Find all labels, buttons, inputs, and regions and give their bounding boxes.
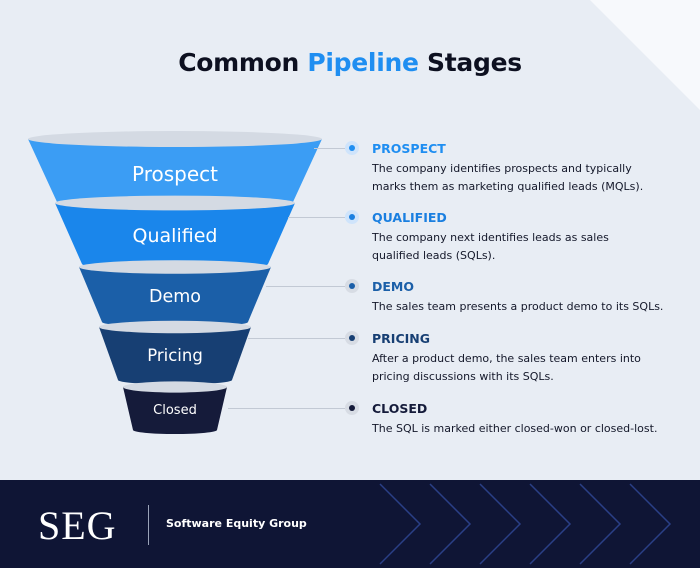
stage-text-line: The company next identifies leads as sal…	[372, 231, 609, 244]
stage-text-demo: The sales team presents a product demo t…	[372, 298, 682, 316]
stage-description-qualified: QUALIFIED The company next identifies lea…	[372, 210, 682, 264]
funnel-segment-closed	[123, 387, 227, 434]
funnel-rim-pricing	[99, 320, 251, 334]
seg-logo: SEG	[38, 503, 117, 548]
corner-shape	[590, 0, 700, 110]
stage-text-line: The sales team presents a product demo t…	[372, 300, 664, 313]
stage-text-line: After a product demo, the sales team ent…	[372, 352, 641, 365]
chevron-4	[529, 483, 572, 565]
stage-heading-qualified: QUALIFIED	[372, 210, 447, 225]
stage-dot-core-pricing	[349, 335, 355, 341]
stage-description-pricing: PRICING After a product demo, the sales t…	[372, 331, 682, 385]
connector-line-prospect	[313, 148, 345, 149]
chevron-1	[379, 483, 422, 565]
stage-dot-closed	[345, 401, 359, 415]
stage-text-line: The company identifies prospects and typ…	[372, 162, 632, 175]
funnel-rim-qualified	[55, 195, 295, 211]
funnel-rim-demo	[79, 260, 271, 274]
stage-dot-demo	[345, 279, 359, 293]
stage-description-demo: DEMO The sales team presents a product de…	[372, 279, 682, 316]
connector-line-qualified	[287, 217, 345, 218]
funnel-segment-demo	[79, 267, 271, 327]
connector-line-demo	[265, 286, 345, 287]
stage-text-line: qualified leads (SQLs).	[372, 248, 496, 262]
footer-bar: SEG Software Equity Group	[0, 480, 700, 568]
funnel-label-closed: Closed	[153, 403, 197, 419]
stage-text-pricing: After a product demo, the sales team ent…	[372, 350, 682, 385]
title-part2: Stages	[418, 48, 522, 77]
stage-heading-closed: CLOSED	[372, 401, 428, 416]
funnel-segment-prospect	[28, 139, 322, 208]
title-accent: Pipeline	[307, 48, 419, 77]
stage-text-prospect: The company identifies prospects and typ…	[372, 160, 682, 195]
stage-dot-core-prospect	[349, 145, 355, 151]
stage-description-prospect: PROSPECT The company identifies prospects…	[372, 141, 682, 195]
stage-text-line: marks them as marketing qualified leads …	[372, 179, 644, 193]
company-name: Software Equity Group	[166, 517, 307, 530]
stage-heading-pricing: PRICING	[372, 331, 430, 346]
funnel-label-prospect: Prospect	[132, 162, 218, 187]
stage-dot-prospect	[345, 141, 359, 155]
chevron-pattern	[379, 483, 672, 565]
funnel-diagram	[28, 131, 322, 434]
chevron-2	[429, 483, 472, 565]
logo-divider	[148, 505, 149, 545]
stage-dot-core-qualified	[349, 214, 355, 220]
funnel-segment-qualified	[55, 203, 295, 270]
connector-line-closed	[228, 408, 345, 409]
stage-dot-core-demo	[349, 283, 355, 289]
funnel-segment-pricing	[99, 327, 251, 385]
funnel-rim-closed	[123, 381, 227, 393]
funnel-label-pricing: Pricing	[147, 346, 203, 366]
stage-dot-pricing	[345, 331, 359, 345]
chevron-3	[479, 483, 522, 565]
stage-text-line: pricing discussions with its SQLs.	[372, 369, 554, 383]
stage-heading-prospect: PROSPECT	[372, 141, 446, 156]
stage-dot-core-closed	[349, 405, 355, 411]
stage-description-closed: CLOSED The SQL is marked either closed-wo…	[372, 401, 682, 438]
title-part1: Common	[178, 48, 308, 77]
stage-text-closed: The SQL is marked either closed-won or c…	[372, 420, 682, 438]
page-title: Common Pipeline Stages	[0, 48, 700, 77]
chevron-5	[579, 483, 622, 565]
connector-line-pricing	[247, 338, 345, 339]
stage-text-qualified: The company next identifies leads as sal…	[372, 229, 682, 264]
stage-dot-qualified	[345, 210, 359, 224]
chevron-6	[629, 483, 672, 565]
funnel-rim-prospect	[28, 131, 322, 147]
stage-text-line: The SQL is marked either closed-won or c…	[372, 422, 658, 435]
stage-heading-demo: DEMO	[372, 279, 414, 294]
funnel-label-qualified: Qualified	[132, 225, 218, 248]
funnel-label-demo: Demo	[149, 287, 201, 308]
